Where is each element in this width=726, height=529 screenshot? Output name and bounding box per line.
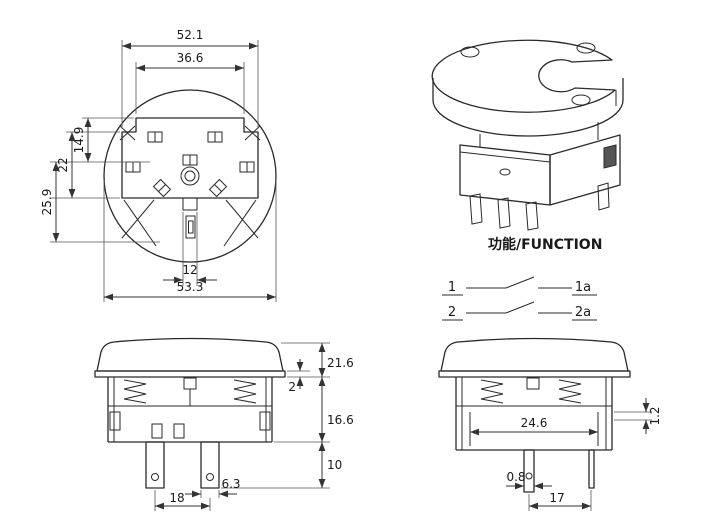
terminal-blade [597, 182, 610, 211]
center-boss-inner [184, 170, 196, 182]
side-terminal-thickness-dim: 0.8 [506, 470, 525, 484]
body-right-face [549, 134, 621, 206]
bottom-tab [182, 197, 198, 211]
terminal-hole [525, 472, 533, 480]
spring-symbol [558, 379, 582, 404]
side-latch-detail [603, 144, 617, 169]
front-terminal-length-dim: 10 [327, 458, 342, 472]
disc-hole [576, 42, 596, 54]
center-boss [180, 166, 200, 186]
function-schematic: 功能/FUNCTION 1 1a 2 2a [442, 236, 602, 321]
top-view-lower-height-dim: 25.9 [40, 189, 54, 216]
terminal-slot-icons [125, 131, 255, 198]
top-view-tab-width-dim: 12 [182, 263, 197, 277]
flange [94, 370, 286, 378]
side-view-drawing: 24.6 1.2 0.8 17 [438, 337, 662, 511]
contact-1a-label: 1a [575, 280, 591, 295]
terminal-hole [206, 473, 214, 481]
knob-disc-top [431, 39, 616, 113]
isometric-view-drawing [431, 39, 624, 231]
bottom-slot [185, 215, 196, 239]
front-view-drawing: 21.6 2 16.6 10 6.3 18 [94, 337, 354, 511]
side-lip-dim: 1.2 [648, 406, 662, 425]
top-view-upper-height-dim: 14.9 [72, 127, 86, 154]
front-lip-dim: 2 [288, 380, 296, 394]
top-view-mid-height-dim: 22 [56, 157, 70, 172]
terminal-left [145, 441, 165, 489]
contact-2-label: 2 [448, 305, 456, 320]
side-inner-width-dim: 24.6 [521, 416, 548, 430]
spring-symbol [123, 379, 147, 404]
terminal-blade [497, 197, 511, 229]
contact-1-label: 1 [448, 280, 456, 295]
knob-disc-side [432, 99, 624, 137]
top-view-drawing: 52.1 36.6 14.9 22 25.9 12 53.3 [40, 28, 277, 302]
bottom-slot-inner [188, 220, 194, 234]
center-stem [183, 377, 197, 390]
terminal-pin [588, 449, 595, 489]
flange [438, 370, 631, 378]
terminal-blade [469, 193, 483, 225]
body-detail-hole [499, 168, 511, 176]
terminal-blade [525, 201, 539, 231]
spring-symbol [233, 379, 257, 404]
disc-hole [460, 46, 480, 58]
terminal-hole [151, 473, 159, 481]
switch-blade [505, 276, 535, 289]
support-webs [119, 125, 261, 247]
knob-profile [440, 337, 629, 372]
center-stem [526, 377, 540, 390]
front-terminal-width-dim: 6.3 [221, 477, 240, 491]
terminal-center [523, 449, 535, 493]
top-view-full-width-dim: 53.3 [177, 280, 204, 294]
front-terminal-pitch-dim: 18 [169, 491, 184, 505]
switch-blade [505, 301, 535, 314]
knob-profile [96, 337, 284, 372]
top-view-outer-width-dim: 52.1 [177, 28, 204, 42]
side-terminal-pitch-dim: 17 [549, 491, 564, 505]
disc-hole [571, 94, 591, 106]
spring-symbol [480, 379, 504, 404]
switch-outline-circle [103, 89, 277, 263]
contact-2a-label: 2a [575, 305, 591, 320]
terminal-right [200, 441, 220, 489]
top-view-inner-width-dim: 36.6 [177, 51, 204, 65]
function-title: 功能/FUNCTION [488, 236, 602, 253]
front-knob-height-dim: 21.6 [327, 356, 354, 370]
front-body-height-dim: 16.6 [327, 413, 354, 427]
